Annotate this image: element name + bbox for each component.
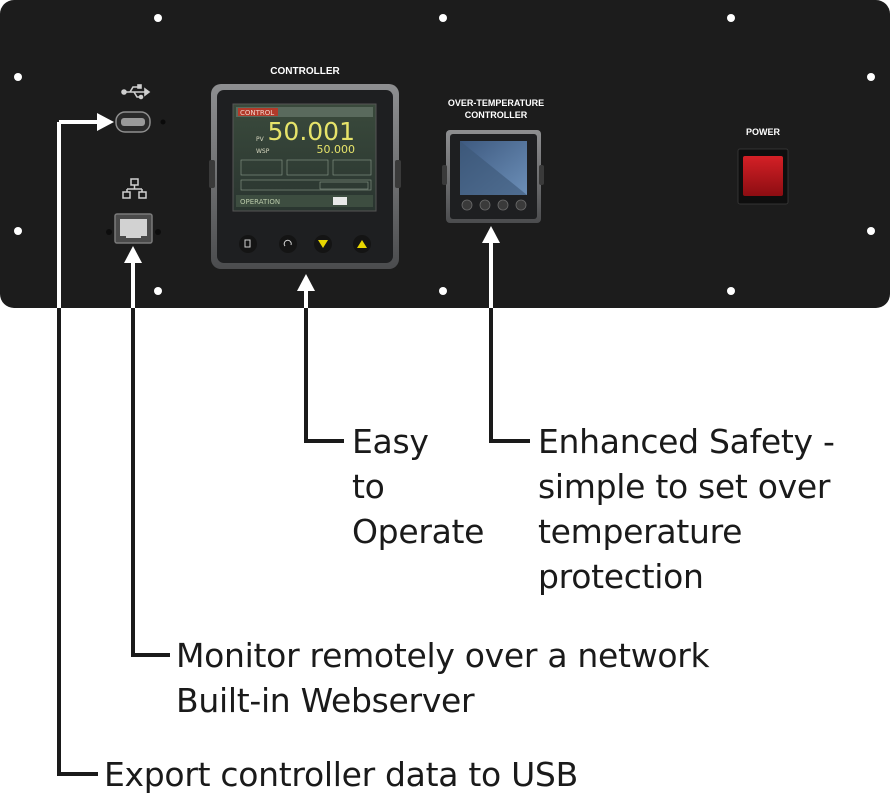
mounting-hole <box>14 227 22 235</box>
callout-safety-line-3: temperature <box>538 512 743 551</box>
screen-status: OPERATION <box>240 198 280 206</box>
usb-icon <box>121 84 151 100</box>
usb-port[interactable] <box>115 111 166 133</box>
callout-safety-line-1: Enhanced Safety - <box>538 422 835 461</box>
controller-button-page[interactable] <box>239 235 257 253</box>
safety-arrowhead <box>482 226 500 243</box>
callout-monitor-remotely: Monitor remotely over a network Built-in… <box>176 633 710 723</box>
pv-label: PV <box>256 136 265 143</box>
arrowheads <box>97 113 500 291</box>
callout-network-line-1: Monitor remotely over a network <box>176 636 710 675</box>
otc-label-line1: OVER-TEMPERATURE <box>448 98 544 108</box>
otc-button-4[interactable] <box>515 199 527 211</box>
mounting-hole <box>439 287 447 295</box>
callout-easy-to-operate: Easy to Operate <box>352 419 484 554</box>
callout-network-line-2: Built-in Webserver <box>176 681 475 720</box>
callout-safety-line-4: protection <box>538 557 704 596</box>
over-temperature-controller[interactable] <box>442 130 544 223</box>
callout-easy-line-2: to <box>352 467 385 506</box>
controller-button-scroll[interactable] <box>279 235 297 253</box>
mounting-hole <box>867 227 875 235</box>
mounting-hole <box>154 287 162 295</box>
safety-callout-line <box>489 308 530 443</box>
screen-info-grid <box>240 159 372 191</box>
controller-label: CONTROLLER <box>270 66 340 77</box>
network-callout-line <box>131 308 170 657</box>
network-icon <box>122 178 147 199</box>
status-led <box>160 119 166 125</box>
power-label: POWER <box>746 127 781 137</box>
page-icon <box>244 239 251 248</box>
setpoint-value: 50.000 <box>317 143 356 156</box>
otc-button-1[interactable] <box>461 199 473 211</box>
callout-lines <box>57 308 530 776</box>
ethernet-port[interactable] <box>106 213 161 244</box>
callout-safety-line-2: simple to set over <box>538 467 831 506</box>
callout-export-usb: Export controller data to USB <box>104 752 578 797</box>
mounting-holes <box>14 14 875 295</box>
main-controller[interactable]: CONTROL PV 50.001 WSP 50.000 OPERATION <box>209 84 401 269</box>
down-arrow-icon <box>318 240 328 248</box>
process-value: 50.001 <box>268 117 355 146</box>
mounting-hole <box>727 14 735 22</box>
easy-callout-line <box>304 308 344 443</box>
callout-easy-line-3: Operate <box>352 512 485 551</box>
controller-screen <box>232 103 377 212</box>
sp-label: WSP <box>256 148 270 155</box>
scroll-icon <box>283 239 292 247</box>
otc-button-2[interactable] <box>479 199 491 211</box>
callout-enhanced-safety: Enhanced Safety - simple to set over tem… <box>538 419 835 599</box>
screen-header-tag: CONTROL <box>240 109 274 117</box>
callout-easy-line-1: Easy <box>352 422 429 461</box>
mounting-hole <box>154 14 162 22</box>
network-arrowhead <box>124 246 142 263</box>
otc-label-line2: CONTROLLER <box>465 110 528 120</box>
callout-usb-line-1: Export controller data to USB <box>104 755 578 794</box>
otc-button-3[interactable] <box>497 199 509 211</box>
power-switch[interactable] <box>737 148 789 205</box>
callout-arrows-panel <box>57 120 493 308</box>
mounting-hole <box>439 14 447 22</box>
up-arrow-icon <box>357 240 367 248</box>
usb-arrowhead <box>97 113 114 131</box>
mounting-hole <box>14 73 22 81</box>
mounting-hole <box>867 73 875 81</box>
mounting-hole <box>727 287 735 295</box>
easy-arrowhead <box>297 274 315 291</box>
usb-callout-line <box>57 308 98 776</box>
